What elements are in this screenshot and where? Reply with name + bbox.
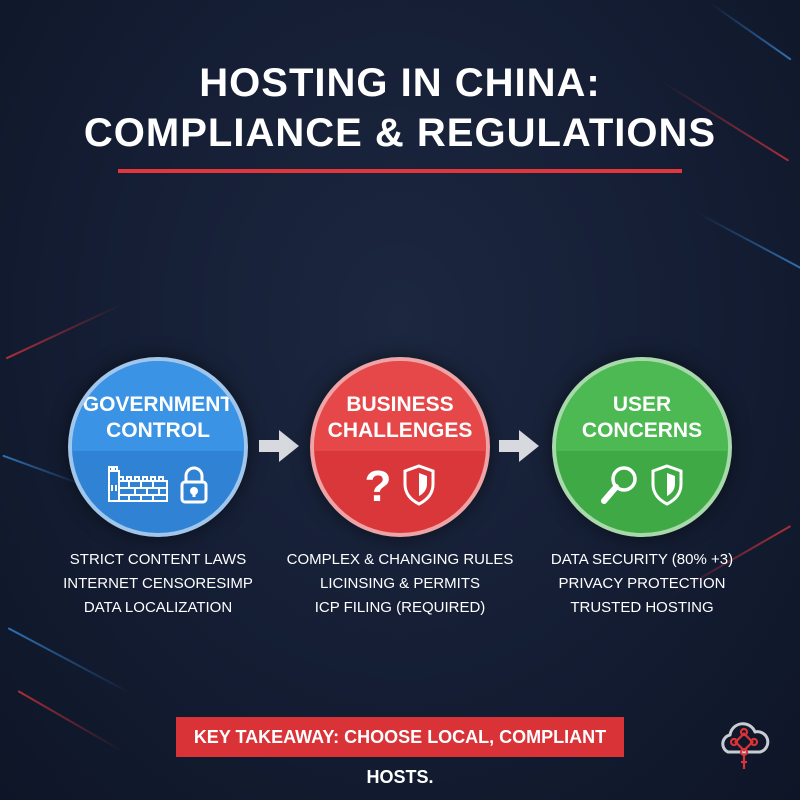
node-highlight-band	[72, 361, 244, 451]
light-streak	[5, 302, 125, 360]
node-highlight-band	[556, 361, 728, 451]
cloud-chinese-knot-icon	[721, 722, 770, 769]
list-item: ICP FILING (REQUIRED)	[314, 599, 486, 616]
arrow-right-icon	[499, 430, 539, 462]
user-concerns-list: DATA SECURITY (80% +3) PRIVACY PROTECTIO…	[512, 548, 772, 620]
list-item: LICINSING & PERMITS	[319, 575, 481, 592]
arrow-right-icon	[259, 430, 299, 462]
node-highlight-band	[314, 361, 486, 451]
magnifier-icon	[601, 466, 637, 504]
node-icons: ?	[314, 457, 486, 513]
list-item: DATA SECURITY (80% +3)	[550, 551, 734, 568]
light-streak	[7, 627, 133, 695]
page-title: HOSTING IN CHINA: COMPLIANCE & REGULATIO…	[0, 58, 800, 158]
key-takeaway-banner: KEY TAKEAWAY: CHOOSE LOCAL, COMPLIANT HO…	[176, 717, 624, 787]
government-control-list: STRICT CONTENT LAWS INTERNET CENSORESIMP…	[28, 548, 288, 620]
shield-icon	[651, 464, 683, 506]
title-line-2: COMPLIANCE & REGULATIONS	[83, 111, 717, 155]
padlock-icon	[180, 466, 208, 504]
list-item: INTERNET CENSORESIMP	[63, 575, 253, 592]
title-underline	[118, 169, 682, 173]
question-mark-icon: ?	[365, 463, 392, 507]
list-item: TRUSTED HOSTING	[570, 599, 714, 616]
title-line-1: HOSTING IN CHINA:	[199, 61, 601, 105]
government-control-node: GOVERNMENT CONTROL	[68, 357, 248, 537]
node-icons	[72, 457, 244, 513]
node-icons	[556, 457, 728, 513]
list-item: COMPLEX & CHANGING RULES	[286, 551, 514, 568]
list-item: STRICT CONTENT LAWS	[69, 551, 247, 568]
light-streak	[696, 211, 800, 271]
user-concerns-node: USER CONCERNS	[552, 357, 732, 537]
business-challenges-node: BUSINESS CHALLENGES ?	[310, 357, 490, 537]
svg-text:?: ?	[365, 463, 392, 507]
light-streak	[17, 690, 123, 752]
shield-icon	[403, 464, 435, 506]
list-item: PRIVACY PROTECTION	[558, 575, 726, 592]
light-streak	[708, 1, 792, 61]
business-challenges-list: COMPLEX & CHANGING RULES LICINSING & PER…	[270, 548, 530, 620]
great-wall-icon	[108, 466, 168, 502]
node-label: BUSINESS CHALLENGES	[327, 393, 473, 442]
list-item: DATA LOCALIZATION	[83, 599, 233, 616]
node-label: USER CONCERNS	[581, 393, 703, 442]
node-label: GOVERNMENT CONTROL	[82, 393, 234, 442]
